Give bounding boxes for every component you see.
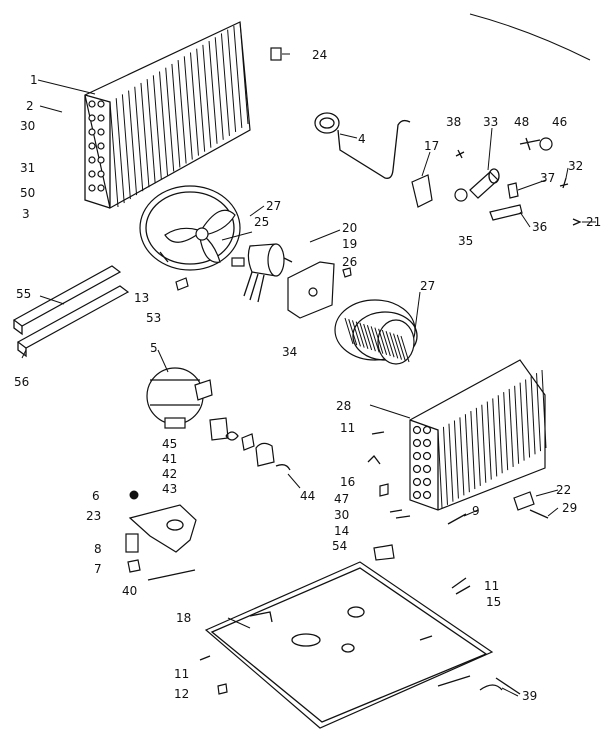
part-22 xyxy=(513,491,535,511)
part-47 xyxy=(379,483,389,497)
condenser-fan xyxy=(139,185,241,271)
callout-24: 24 xyxy=(312,48,327,62)
callout-44: 44 xyxy=(300,489,315,503)
callout-56: 56 xyxy=(14,375,29,389)
part-11a xyxy=(371,431,385,435)
compressor xyxy=(146,367,213,429)
corner-curve xyxy=(469,13,591,61)
callout-16: 16 xyxy=(340,475,355,489)
callout-55: 55 xyxy=(16,287,31,301)
part-45 xyxy=(209,417,229,441)
part-42 xyxy=(241,433,255,451)
base-pan xyxy=(204,561,521,729)
part-29 xyxy=(529,509,549,519)
callout-18: 18 xyxy=(176,611,191,625)
callout-33: 33 xyxy=(483,115,498,129)
callout-26: 26 xyxy=(342,255,357,269)
callout-17: 17 xyxy=(424,139,439,153)
callout-1: 1 xyxy=(30,73,38,87)
callout-27a: 27 xyxy=(266,199,281,213)
callout-50: 50 xyxy=(20,186,35,200)
callout-12: 12 xyxy=(174,687,189,701)
callout-32: 32 xyxy=(568,159,583,173)
callout-11b: 11 xyxy=(484,579,499,593)
part-11b-15 xyxy=(451,577,471,595)
callout-11c: 11 xyxy=(174,667,189,681)
callout-48: 48 xyxy=(514,115,529,129)
part-6 xyxy=(129,490,139,500)
callout-30a: 30 xyxy=(20,119,35,133)
callout-22: 22 xyxy=(556,483,571,497)
callout-8: 8 xyxy=(94,542,102,556)
callout-4: 4 xyxy=(358,132,366,146)
electrical-components xyxy=(411,137,582,226)
mount-plate xyxy=(128,504,197,553)
callout-labels: 1 2 30 31 50 3 24 4 38 33 48 46 17 32 37… xyxy=(14,48,601,703)
callout-40: 40 xyxy=(122,584,137,598)
callout-47: 47 xyxy=(334,492,349,506)
callout-38: 38 xyxy=(446,115,461,129)
callout-31: 31 xyxy=(20,161,35,175)
callout-19: 19 xyxy=(342,237,357,251)
part-24 xyxy=(270,47,282,61)
part-40 xyxy=(147,569,196,581)
callout-35: 35 xyxy=(458,234,473,248)
callout-53: 53 xyxy=(146,311,161,325)
callout-27b: 27 xyxy=(420,279,435,293)
part-53 xyxy=(175,277,189,291)
callout-43: 43 xyxy=(162,482,177,496)
callout-41: 41 xyxy=(162,452,177,466)
foam-strips xyxy=(12,265,130,358)
part-30-14 xyxy=(389,509,411,519)
callout-5: 5 xyxy=(150,341,158,355)
part-12 xyxy=(217,683,228,695)
part-39 xyxy=(479,684,503,691)
part-44 xyxy=(275,464,291,471)
callout-7: 7 xyxy=(94,562,102,576)
callout-21: 21 xyxy=(586,215,601,229)
callout-34: 34 xyxy=(282,345,297,359)
part-54 xyxy=(373,544,395,561)
evaporator-coil xyxy=(409,359,547,511)
callout-28: 28 xyxy=(336,399,351,413)
callout-39: 39 xyxy=(522,689,537,703)
capillary-tube xyxy=(314,112,411,179)
callout-2: 2 xyxy=(26,99,34,113)
part-11c xyxy=(199,655,211,661)
callout-9: 9 xyxy=(472,504,480,518)
callout-14: 14 xyxy=(334,524,349,538)
part-9 xyxy=(447,513,467,525)
callout-11a: 11 xyxy=(340,421,355,435)
callout-30b: 30 xyxy=(334,508,349,522)
callout-25: 25 xyxy=(254,215,269,229)
part-16 xyxy=(367,455,381,465)
callout-6: 6 xyxy=(92,489,100,503)
fan-motor xyxy=(231,243,293,303)
condenser-coil xyxy=(84,21,251,209)
part-41 xyxy=(225,431,239,441)
callout-13: 13 xyxy=(134,291,149,305)
callout-37: 37 xyxy=(540,171,555,185)
callout-23: 23 xyxy=(86,509,101,523)
callout-20: 20 xyxy=(342,221,357,235)
callout-45: 45 xyxy=(162,437,177,451)
part-8 xyxy=(125,533,139,553)
callout-3: 3 xyxy=(22,207,30,221)
part-19 xyxy=(342,267,352,278)
part-43-cover xyxy=(255,442,275,467)
callout-36: 36 xyxy=(532,220,547,234)
callout-54: 54 xyxy=(332,539,347,553)
callout-29: 29 xyxy=(562,501,577,515)
leader-lines xyxy=(21,53,596,697)
callout-15: 15 xyxy=(486,595,501,609)
blower-wheel xyxy=(334,299,418,365)
part-7 xyxy=(127,559,141,573)
callout-42: 42 xyxy=(162,467,177,481)
callout-46: 46 xyxy=(552,115,567,129)
